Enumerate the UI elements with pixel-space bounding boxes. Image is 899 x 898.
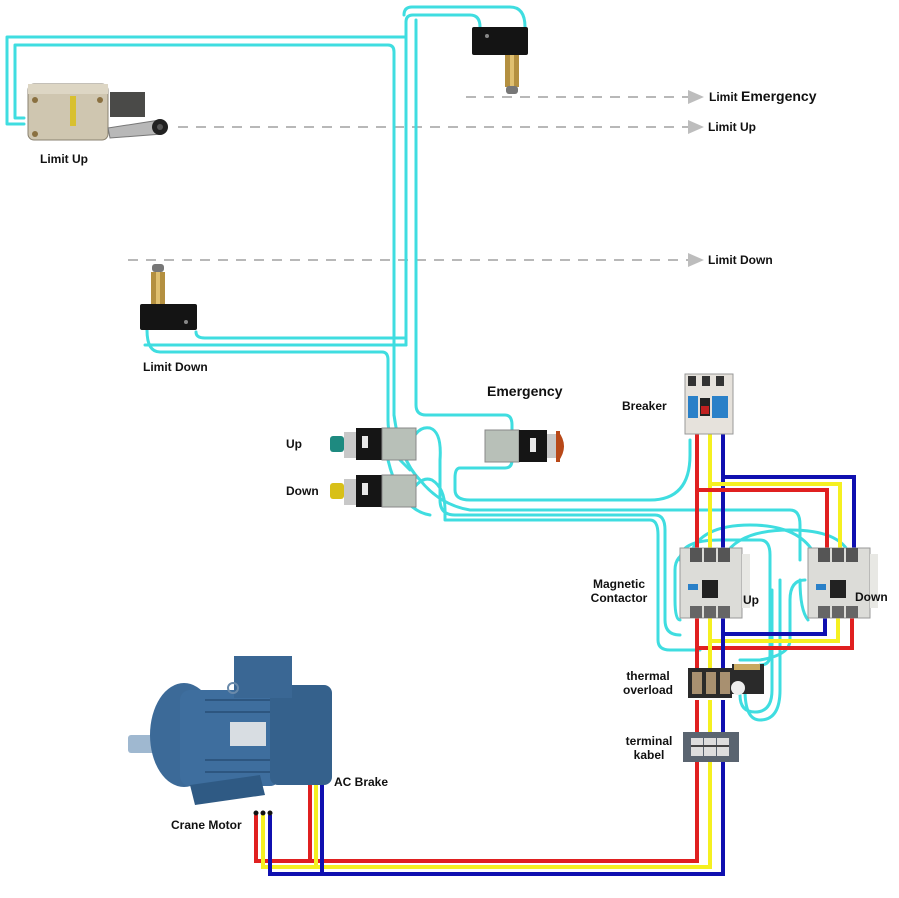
contactor-down (807, 547, 878, 619)
label-breaker: Breaker (622, 399, 667, 413)
label-limit-down: Limit Down (143, 360, 208, 374)
wire-contactor-arc-1 (688, 523, 817, 557)
wire-blue-to-motor (268, 760, 725, 876)
label-magnetic: Magnetic (592, 577, 645, 591)
wire-emg-to-button (414, 18, 514, 442)
arrow-target-limit-emergency: Limit Emergency (709, 89, 817, 104)
wire-yellow-breaker-down (710, 482, 842, 560)
wire-contactor-down-side (798, 578, 810, 622)
arrow-head-limit-down (688, 253, 704, 267)
wire-blue-down-out (723, 615, 827, 636)
breaker (684, 373, 734, 435)
wire-emg-limit-a (404, 13, 482, 347)
wire-blue-breaker-down (723, 475, 856, 560)
thermal-overload (688, 664, 764, 698)
wire-limit-down-b (194, 330, 408, 340)
wire-yellow-down-out (710, 615, 840, 643)
limit-down-switch (140, 264, 197, 330)
motor-terminal-dot (267, 810, 273, 816)
arrow-target-limit-down: Limit Down (708, 253, 773, 267)
motor-terminal-dot (260, 810, 266, 816)
label-overload: overload (622, 683, 673, 697)
wire-limit-up-b (13, 43, 396, 417)
push-button-up[interactable] (330, 427, 417, 461)
label-thermal: thermal (626, 669, 670, 683)
wire-red-to-motor (254, 760, 699, 863)
motor-terminal-dot (253, 810, 259, 816)
push-button-down[interactable] (330, 474, 417, 508)
wire-down-loop (406, 477, 702, 652)
guide-dashes (128, 96, 690, 261)
wire-overload-loop-1 (743, 578, 782, 722)
wire-emg-limit-c (143, 20, 408, 347)
emergency-limit-switch (472, 27, 528, 94)
wire-emg-limit-b (402, 5, 527, 29)
arrow-label-part-a: Limit (709, 90, 738, 104)
arrow-label-part-b: Emergency (741, 88, 817, 104)
wire-emg-out (453, 438, 692, 502)
terminal-block (683, 732, 739, 762)
label-push-down: Down (286, 484, 319, 498)
wire-limit-up-a (5, 35, 407, 126)
label-limit-up: Limit Up (40, 152, 88, 166)
contactor-up (679, 547, 750, 619)
arrow-head-limit-up (688, 120, 704, 134)
label-kabel: kabel (633, 748, 665, 762)
label-magnetic-contactor: Magnetic Contactor (588, 577, 650, 605)
label-push-up: Up (286, 437, 302, 451)
wire-overload-loop-2 (738, 588, 774, 714)
wire-contactor-arc-3 (678, 538, 772, 667)
label-emergency: Emergency (487, 383, 563, 399)
label-contactor-down: Down (855, 590, 888, 604)
label-contactor: Contactor (590, 591, 648, 605)
limit-up-switch (27, 83, 168, 141)
label-crane-motor: Crane Motor (171, 818, 242, 832)
crane-motor (128, 656, 332, 805)
label-terminal-kabel: terminal kabel (620, 734, 678, 762)
emergency-button[interactable] (484, 429, 564, 463)
arrow-head-emergency (688, 90, 704, 104)
label-contactor-up: Up (743, 593, 759, 607)
control-wires (5, 5, 852, 722)
label-terminal: terminal (625, 734, 673, 748)
wire-red-breaker-down (697, 488, 829, 560)
wire-red-down-out (697, 615, 854, 650)
wire-yellow-to-motor (261, 760, 712, 869)
label-thermal-overload: thermal overload (620, 669, 676, 697)
arrow-target-limit-up: Limit Up (708, 120, 756, 134)
label-ac-brake: AC Brake (334, 775, 389, 789)
